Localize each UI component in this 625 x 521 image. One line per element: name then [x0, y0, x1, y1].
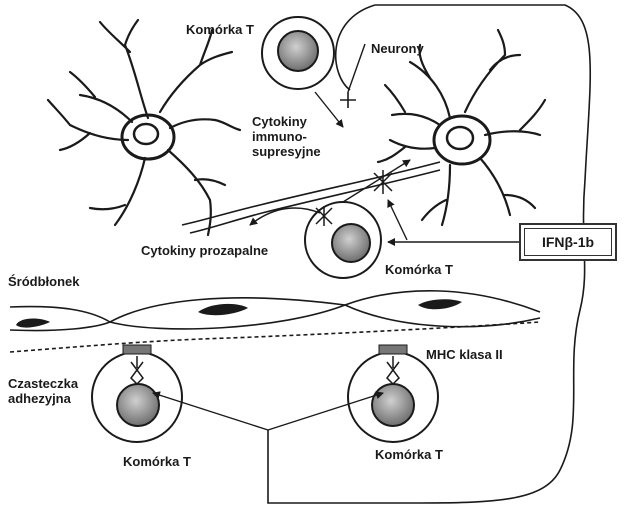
tcell-top: [261, 16, 335, 90]
arrow-to-bottom-left: [152, 391, 269, 431]
ifn-effect-boundary: [267, 4, 591, 504]
endothelial-nucleus-3: [418, 299, 462, 310]
arrow-proinflammatory: [249, 207, 321, 226]
cross-symbol-tcell: [315, 206, 333, 226]
label-cytokines-immuno-3: supresyjne: [252, 144, 321, 159]
endothelium: [9, 289, 541, 353]
arrow-tcell-to-neuron: [342, 159, 411, 203]
arrow-to-bottom-right: [267, 391, 384, 431]
mhc-block-left: [122, 344, 152, 355]
plus-symbol: [340, 92, 356, 108]
arrow-suppressive-cytokines: [314, 91, 344, 128]
label-adhesion-2: adhezyjna: [8, 391, 71, 406]
arrow-ifn-up: [387, 199, 408, 241]
tcell-bottom-right: [347, 344, 439, 443]
tcell-bottom-left: [91, 344, 183, 443]
label-cytokines-immuno-1: Cytokiny: [252, 114, 307, 129]
label-tcell-mid: Komórka T: [385, 262, 453, 277]
endothelium-dashed-line: [9, 321, 541, 353]
adhesion-molecule-left: [130, 356, 144, 386]
arrow-neurons-inhibition: [347, 43, 366, 93]
ifn-box: IFNβ-1b: [519, 223, 617, 261]
mhc-block-right: [378, 344, 408, 355]
adhesion-molecule-right: [386, 356, 400, 386]
endothelial-nucleus-2: [198, 303, 248, 316]
neuron-left: [46, 18, 242, 237]
ifn-label: IFNβ-1b: [524, 228, 612, 256]
endothelial-nucleus-1: [16, 318, 50, 328]
label-endothelium: Śródbłonek: [8, 274, 80, 289]
tcell-mid: [304, 201, 382, 279]
label-cytokines-immuno-2: immuno-: [252, 129, 307, 144]
label-tcell-top: Komórka T: [186, 22, 254, 37]
label-cytokines-proinflammatory: Cytokiny prozapalne: [141, 243, 269, 258]
label-adhesion-1: Czasteczka: [8, 376, 79, 391]
axon: [181, 161, 441, 234]
neuron-right: [376, 28, 547, 227]
label-neurons: Neurony: [371, 41, 424, 56]
cross-symbol-neuron: [373, 170, 393, 194]
label-tcell-bottom-left: Komórka T: [123, 454, 191, 469]
label-mhc: MHC klasa II: [426, 347, 503, 362]
label-tcell-bottom-right: Komórka T: [375, 447, 443, 462]
